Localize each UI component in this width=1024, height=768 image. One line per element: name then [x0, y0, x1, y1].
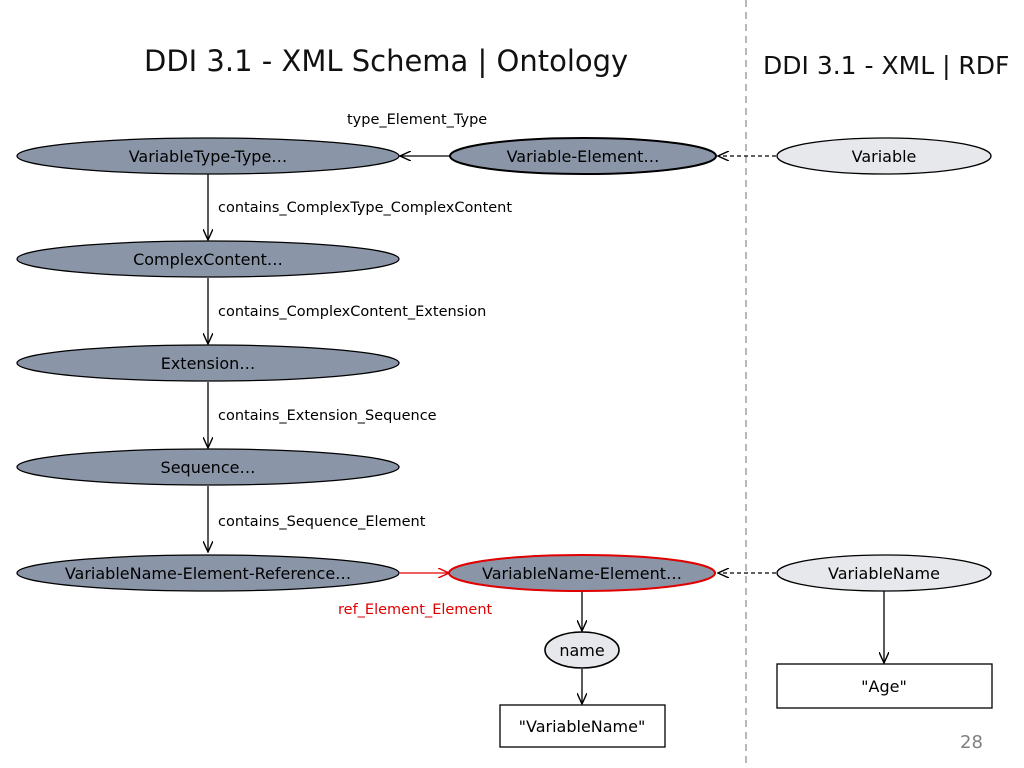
edge-label-ref-element-element: ref_Element_Element	[338, 602, 493, 618]
edge-label-contains-complexcontent-extension: contains_ComplexContent_Extension	[218, 304, 486, 320]
node-variable: Variable	[776, 137, 992, 175]
node-variablename-element-reference: VariableName-Element-Reference…	[16, 554, 400, 592]
svg-text:Variable-Element…: Variable-Element…	[507, 147, 660, 166]
node-extension: Extension…	[16, 344, 400, 382]
svg-text:Extension…: Extension…	[161, 354, 256, 373]
title-ontology: DDI 3.1 - XML Schema | Ontology	[144, 44, 629, 78]
edge-label-contains-sequence-element: contains_Sequence_Element	[218, 514, 426, 530]
node-sequence: Sequence…	[16, 448, 400, 486]
node-complexcontent: ComplexContent…	[16, 240, 400, 278]
edge-label-contains-extension-sequence: contains_Extension_Sequence	[218, 408, 437, 424]
literal-variablename: "VariableName"	[499, 704, 666, 748]
node-variable-element: Variable-Element…	[449, 137, 717, 175]
svg-text:VariableName: VariableName	[828, 564, 940, 583]
node-variabletype-type: VariableType-Type…	[16, 137, 400, 175]
page-number: 28	[960, 732, 983, 753]
title-rdf: DDI 3.1 - XML | RDF	[763, 51, 1010, 80]
svg-text:"Age": "Age"	[861, 677, 907, 696]
svg-text:ComplexContent…: ComplexContent…	[133, 250, 283, 269]
node-name: name	[544, 631, 620, 669]
node-variablename-element: VariableName-Element…	[448, 554, 716, 592]
edge-label-type-element-type: type_Element_Type	[347, 112, 487, 128]
svg-text:Variable: Variable	[852, 147, 917, 166]
svg-text:VariableName-Element…: VariableName-Element…	[482, 564, 682, 583]
literal-age: "Age"	[776, 663, 993, 709]
svg-text:VariableName-Element-Reference: VariableName-Element-Reference…	[65, 564, 351, 583]
svg-text:Sequence…: Sequence…	[161, 458, 256, 477]
svg-text:"VariableName": "VariableName"	[519, 717, 646, 736]
svg-text:VariableType-Type…: VariableType-Type…	[129, 147, 288, 166]
edge-label-contains-complextype-complexcontent: contains_ComplexType_ComplexContent	[218, 200, 512, 216]
svg-text:name: name	[559, 641, 604, 660]
node-variablename: VariableName	[776, 554, 992, 592]
